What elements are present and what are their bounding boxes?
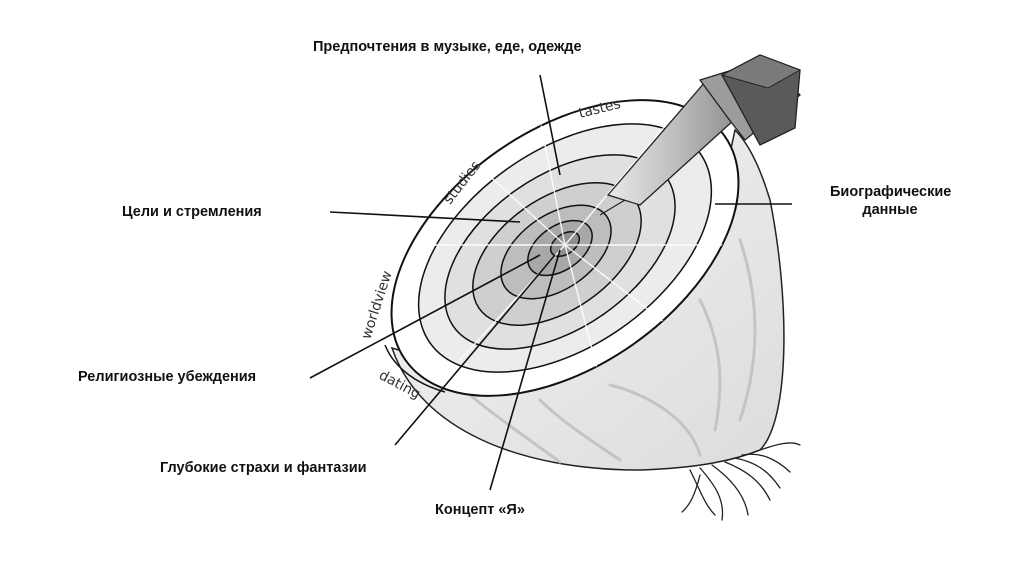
ring-label-worldview: worldview xyxy=(359,269,396,341)
label-religion: Религиозные убеждения xyxy=(78,369,257,385)
label-self-concept: Концепт «Я» xyxy=(435,502,525,518)
leader-fears xyxy=(394,254,556,446)
onion-roots xyxy=(681,442,801,521)
leader-preferences xyxy=(539,74,561,176)
knife-skewer xyxy=(599,54,802,216)
leader-religion xyxy=(309,254,541,379)
label-goals: Цели и стремления xyxy=(122,204,262,220)
leader-lines xyxy=(309,74,792,491)
label-fears: Глубокие страхи и фантазии xyxy=(160,460,367,476)
onion-texture xyxy=(468,238,757,464)
label-biography: Биографические данные xyxy=(830,184,952,219)
leader-goals xyxy=(329,211,521,223)
label-preferences: Предпочтения в музыке, еде, одежде xyxy=(313,39,582,55)
leader-self-concept xyxy=(489,249,561,491)
